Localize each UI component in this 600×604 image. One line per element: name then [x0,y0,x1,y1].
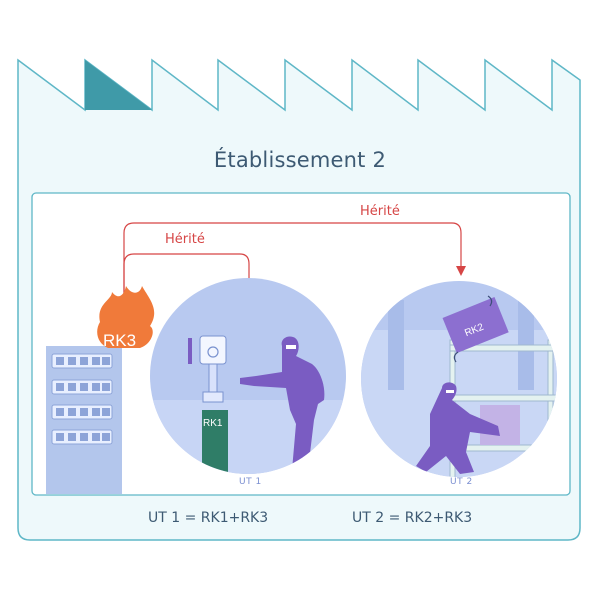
rk1-label: RK1 [203,418,223,429]
worker-figure [416,382,500,474]
inherited-label-ut2: Hérité [360,204,400,219]
inherited-label-ut1: Hérité [165,232,205,247]
roof-accent [85,60,152,110]
inheritance-arrow-ut1 [123,253,250,310]
rk1-machine-base [202,410,228,474]
operator-figure [240,336,325,470]
ut2-caption: UT 2 [450,477,473,487]
inheritance-arrow-ut2 [123,222,462,310]
establishment-title: Établissement 2 [213,148,387,172]
ut1-formula: UT 1 = RK1+RK3 [148,510,269,526]
rk2-falling-box [442,296,509,354]
ut1-caption: UT 1 [239,477,262,487]
fire-icon [97,286,155,348]
rk3-badge: RK3 [103,331,136,350]
arrow-head-ut2 [456,266,466,276]
ut2-formula: UT 2 = RK2+RK3 [352,510,473,526]
electrical-cabinet [46,346,122,494]
ut2-scene: RK2 [361,281,557,477]
